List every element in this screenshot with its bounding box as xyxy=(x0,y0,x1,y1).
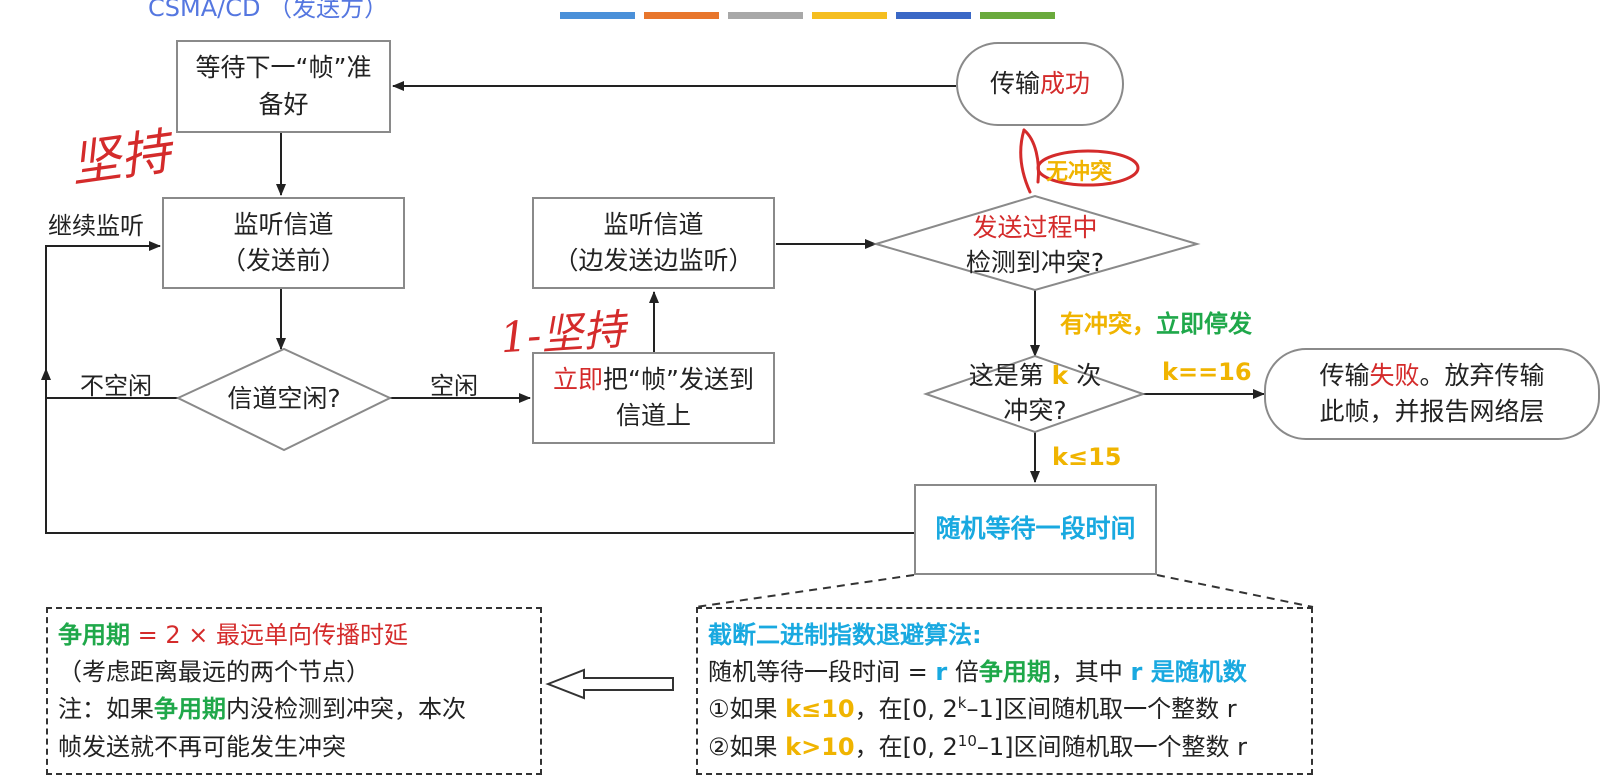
note-left-text2: 内没检测到冲突，本次 xyxy=(226,695,466,724)
kth-text2: 次 xyxy=(1076,361,1102,390)
color-strip xyxy=(560,12,1060,20)
no-collision-label: 无冲突 xyxy=(1046,160,1113,185)
page-title: CSMA/CD （发送方） xyxy=(148,0,389,22)
contention-period-term: 争用期 xyxy=(58,621,130,649)
backoff-text2: 倍 xyxy=(947,658,979,687)
collision-decision: 发送过程中 检测到冲突? xyxy=(930,210,1140,280)
send-now-highlight: 立即 xyxy=(553,364,604,394)
backoff-line3: ①如果 k≤10，在[0, 2k–1]区间随机取一个整数 r xyxy=(708,691,1301,728)
backoff-k-le-10: k≤10 xyxy=(785,695,855,724)
backoff-text9: –1]区间随机取一个整数 r xyxy=(976,732,1248,761)
kth-line1: 这是第 k 次 xyxy=(950,358,1120,393)
contention-period-formula: = 2 × 最远单向传播时延 xyxy=(130,621,409,649)
backoff-text6: –1]区间随机取一个整数 r xyxy=(966,695,1237,724)
collision-decision-line2: 检测到冲突? xyxy=(965,248,1105,277)
backoff-title: 截断二进制指数退避算法: xyxy=(708,621,982,649)
success-text: 传输 xyxy=(989,68,1040,98)
stop-sending-text: 立即停发 xyxy=(1156,310,1252,338)
send-frame-box: 立即把“帧”发送到 信道上 xyxy=(532,352,775,444)
fail-line1: 传输失败。放弃传输 xyxy=(1319,358,1544,394)
backoff-r: r xyxy=(935,658,948,687)
transmit-fail-node: 传输失败。放弃传输 此帧，并报告网络层 xyxy=(1264,348,1600,440)
note-left-line3: 注：如果争用期内没检测到冲突，本次 xyxy=(58,691,530,728)
random-wait-box: 随机等待一段时间 xyxy=(914,484,1157,575)
idle-label: 空闲 xyxy=(430,372,478,400)
kth-text: 这是第 xyxy=(968,361,1044,390)
listen-during-box: 监听信道 （边发送边监听） xyxy=(532,197,775,289)
handwritten-persist-note: 坚持 xyxy=(67,122,175,194)
fail-highlight: 失败 xyxy=(1369,360,1420,390)
fail-line2: 此帧，并报告网络层 xyxy=(1319,397,1545,426)
color-strip-segment xyxy=(728,12,803,19)
backoff-contention-term: 争用期 xyxy=(978,658,1051,687)
has-collision-text: 有冲突， xyxy=(1060,310,1156,338)
backoff-sup-10: 10 xyxy=(957,731,977,750)
color-strip-segment xyxy=(896,12,971,19)
note-left-line4: 帧发送就不再可能发生冲突 xyxy=(58,732,346,761)
send-frame-text: 把“帧”发送到 xyxy=(603,364,754,394)
backoff-text5: ，在[0, 2 xyxy=(854,695,958,724)
backoff-r-random: r 是随机数 xyxy=(1130,658,1247,687)
color-strip-segment xyxy=(980,12,1055,19)
color-strip-segment xyxy=(812,12,887,19)
handwritten-1-persist-note: 1-坚持 xyxy=(498,304,627,363)
fail-text: 传输 xyxy=(1319,360,1370,390)
success-label: 传输成功 xyxy=(990,66,1090,102)
kth-collision-decision: 这是第 k 次 冲突? xyxy=(950,358,1120,428)
kth-k: k xyxy=(1051,361,1069,390)
listen-during-sub: （边发送边监听） xyxy=(553,246,754,275)
backoff-line4: ②如果 k>10，在[0, 210–1]区间随机取一个整数 r xyxy=(708,729,1301,766)
success-highlight: 成功 xyxy=(1040,68,1091,98)
k15-label: k≤15 xyxy=(1052,443,1122,471)
note-left-line1: 争用期 = 2 × 最远单向传播时延 xyxy=(58,617,530,654)
contention-period-term2: 争用期 xyxy=(154,695,226,724)
backoff-text: 随机等待一段时间 = xyxy=(708,658,936,687)
listen-before-label: 监听信道 xyxy=(233,209,334,239)
transmit-success-node: 传输成功 xyxy=(956,42,1124,126)
contention-period-note: 争用期 = 2 × 最远单向传播时延 （考虑距离最远的两个节点） 注：如果争用期… xyxy=(46,607,542,775)
fail-text2: 。放弃传输 xyxy=(1419,360,1545,390)
note-left-text: 注：如果 xyxy=(58,695,154,724)
backoff-sup-k: k xyxy=(957,694,967,713)
color-strip-segment xyxy=(560,12,635,19)
backoff-k-gt-10: k>10 xyxy=(785,732,855,761)
send-frame-line2: 信道上 xyxy=(615,401,691,430)
color-strip-segment xyxy=(644,12,719,19)
collision-decision-line1: 发送过程中 xyxy=(972,213,1098,242)
wait-next-frame-box: 等待下一“帧”准备好 xyxy=(176,40,391,133)
backoff-text8: ，在[0, 2 xyxy=(854,732,958,761)
listen-during-label: 监听信道 xyxy=(603,209,704,239)
listen-before-box: 监听信道 （发送前） xyxy=(162,197,405,289)
not-idle-label: 不空闲 xyxy=(80,372,152,400)
backoff-text4: ①如果 xyxy=(708,695,786,724)
backoff-line2: 随机等待一段时间 = r 倍争用期，其中 r 是随机数 xyxy=(708,654,1301,691)
listen-before-sub: （发送前） xyxy=(220,246,346,275)
k16-label: k==16 xyxy=(1162,358,1252,386)
backoff-algorithm-note: 截断二进制指数退避算法: 随机等待一段时间 = r 倍争用期，其中 r 是随机数… xyxy=(696,607,1313,775)
note-left-line2: （考虑距离最远的两个节点） xyxy=(58,658,370,687)
kth-line2: 冲突? xyxy=(1003,396,1067,425)
random-wait-label: 随机等待一段时间 xyxy=(935,514,1136,544)
backoff-text3: ，其中 xyxy=(1050,658,1131,687)
send-frame-line1: 立即把“帧”发送到 xyxy=(553,362,754,398)
continue-listen-label: 继续监听 xyxy=(48,212,144,240)
backoff-text7: ②如果 xyxy=(708,732,786,761)
channel-idle-decision: 信道空闲? xyxy=(227,384,341,413)
wait-next-frame-label: 等待下一“帧”准备好 xyxy=(195,53,372,119)
has-collision-label: 有冲突，立即停发 xyxy=(1060,304,1252,339)
